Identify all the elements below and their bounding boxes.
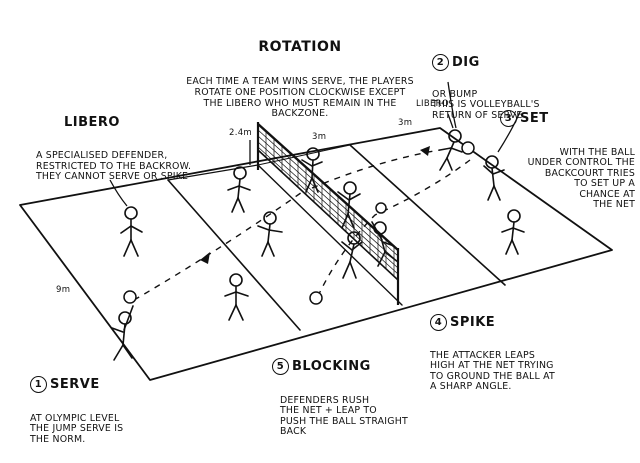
- player-right-back: [501, 209, 525, 255]
- set-title: Set: [520, 110, 549, 126]
- ball-serve: [123, 290, 137, 304]
- libero-text: A specialised defender, restricted to th…: [36, 150, 192, 183]
- player-blocker-2: [341, 231, 363, 279]
- blocking-title: Blocking: [292, 358, 371, 374]
- player-left-mid: [257, 211, 283, 257]
- net-height-label: 2.4m: [229, 128, 252, 138]
- dig-pointer: [447, 81, 457, 129]
- side-length-label: 9m: [56, 285, 71, 295]
- center-line: [257, 164, 403, 306]
- dig-number: 2: [432, 53, 449, 71]
- dig-note: 2Dig or bump this is volleyball's return…: [432, 36, 582, 139]
- serve-title: Serve: [50, 376, 100, 392]
- serve-text: At olympic level the jump serve is the n…: [30, 412, 124, 445]
- libero-note: Libero A specialised defender, restricte…: [36, 98, 206, 201]
- set-note: 3Set with the ball under control the bac…: [500, 92, 635, 229]
- ball-mid: [375, 202, 387, 214]
- player-server: [111, 305, 134, 361]
- set-pointer: [497, 111, 521, 153]
- set-text: with the ball under control the backcour…: [527, 146, 635, 211]
- set-number: 3: [500, 109, 517, 127]
- ball-set: [461, 141, 475, 155]
- spike-number: 4: [430, 313, 447, 331]
- attack-line-right-label: 3m: [398, 118, 413, 128]
- spike-text: The attacker leaps high at the net tryin…: [430, 349, 555, 393]
- player-right-libero: [439, 129, 463, 171]
- dig-title: Dig: [452, 54, 480, 70]
- libero-tag: Libero: [416, 99, 449, 109]
- spike-trajectory: [317, 159, 471, 297]
- spike-note: 4Spike The attacker leaps high at the ne…: [430, 296, 630, 411]
- player-left-front: [224, 273, 249, 321]
- ball-spike: [309, 291, 323, 305]
- libero-pointer: [109, 179, 128, 207]
- arrow-dig: [420, 146, 430, 156]
- right-attack-line: [349, 144, 506, 286]
- player-setter: [483, 155, 505, 201]
- left-attack-line: [167, 179, 301, 331]
- player-left-back: [227, 166, 251, 213]
- rotation-title: Rotation: [258, 38, 342, 55]
- rotation-text: Each time a team wins serve, the players…: [186, 76, 414, 120]
- libero-tag-pointer: [447, 113, 454, 129]
- spike-title: Spike: [450, 314, 496, 330]
- player-blocker: [337, 181, 361, 229]
- serve-trajectory: [133, 189, 306, 301]
- attack-line-left-label: 3m: [312, 132, 327, 142]
- serve-number: 1: [30, 375, 47, 393]
- court-outline: [19, 127, 613, 381]
- blocking-note: 5Blocking Defenders rush the net + leap …: [272, 340, 447, 456]
- rotation-note: Rotation Each time a team wins serve, th…: [186, 22, 414, 138]
- blocking-number: 5: [272, 357, 289, 375]
- arrow-serve: [200, 252, 210, 264]
- player-libero: [120, 206, 143, 257]
- serve-note: 1Serve At olympic level the jump serve i…: [30, 358, 180, 463]
- player-spiker: [371, 221, 399, 267]
- blocking-text: Defenders rush the net + leap to push th…: [280, 394, 408, 438]
- libero-title: Libero: [64, 114, 120, 130]
- dig-trajectory: [311, 149, 441, 189]
- player-net-left: [301, 147, 323, 193]
